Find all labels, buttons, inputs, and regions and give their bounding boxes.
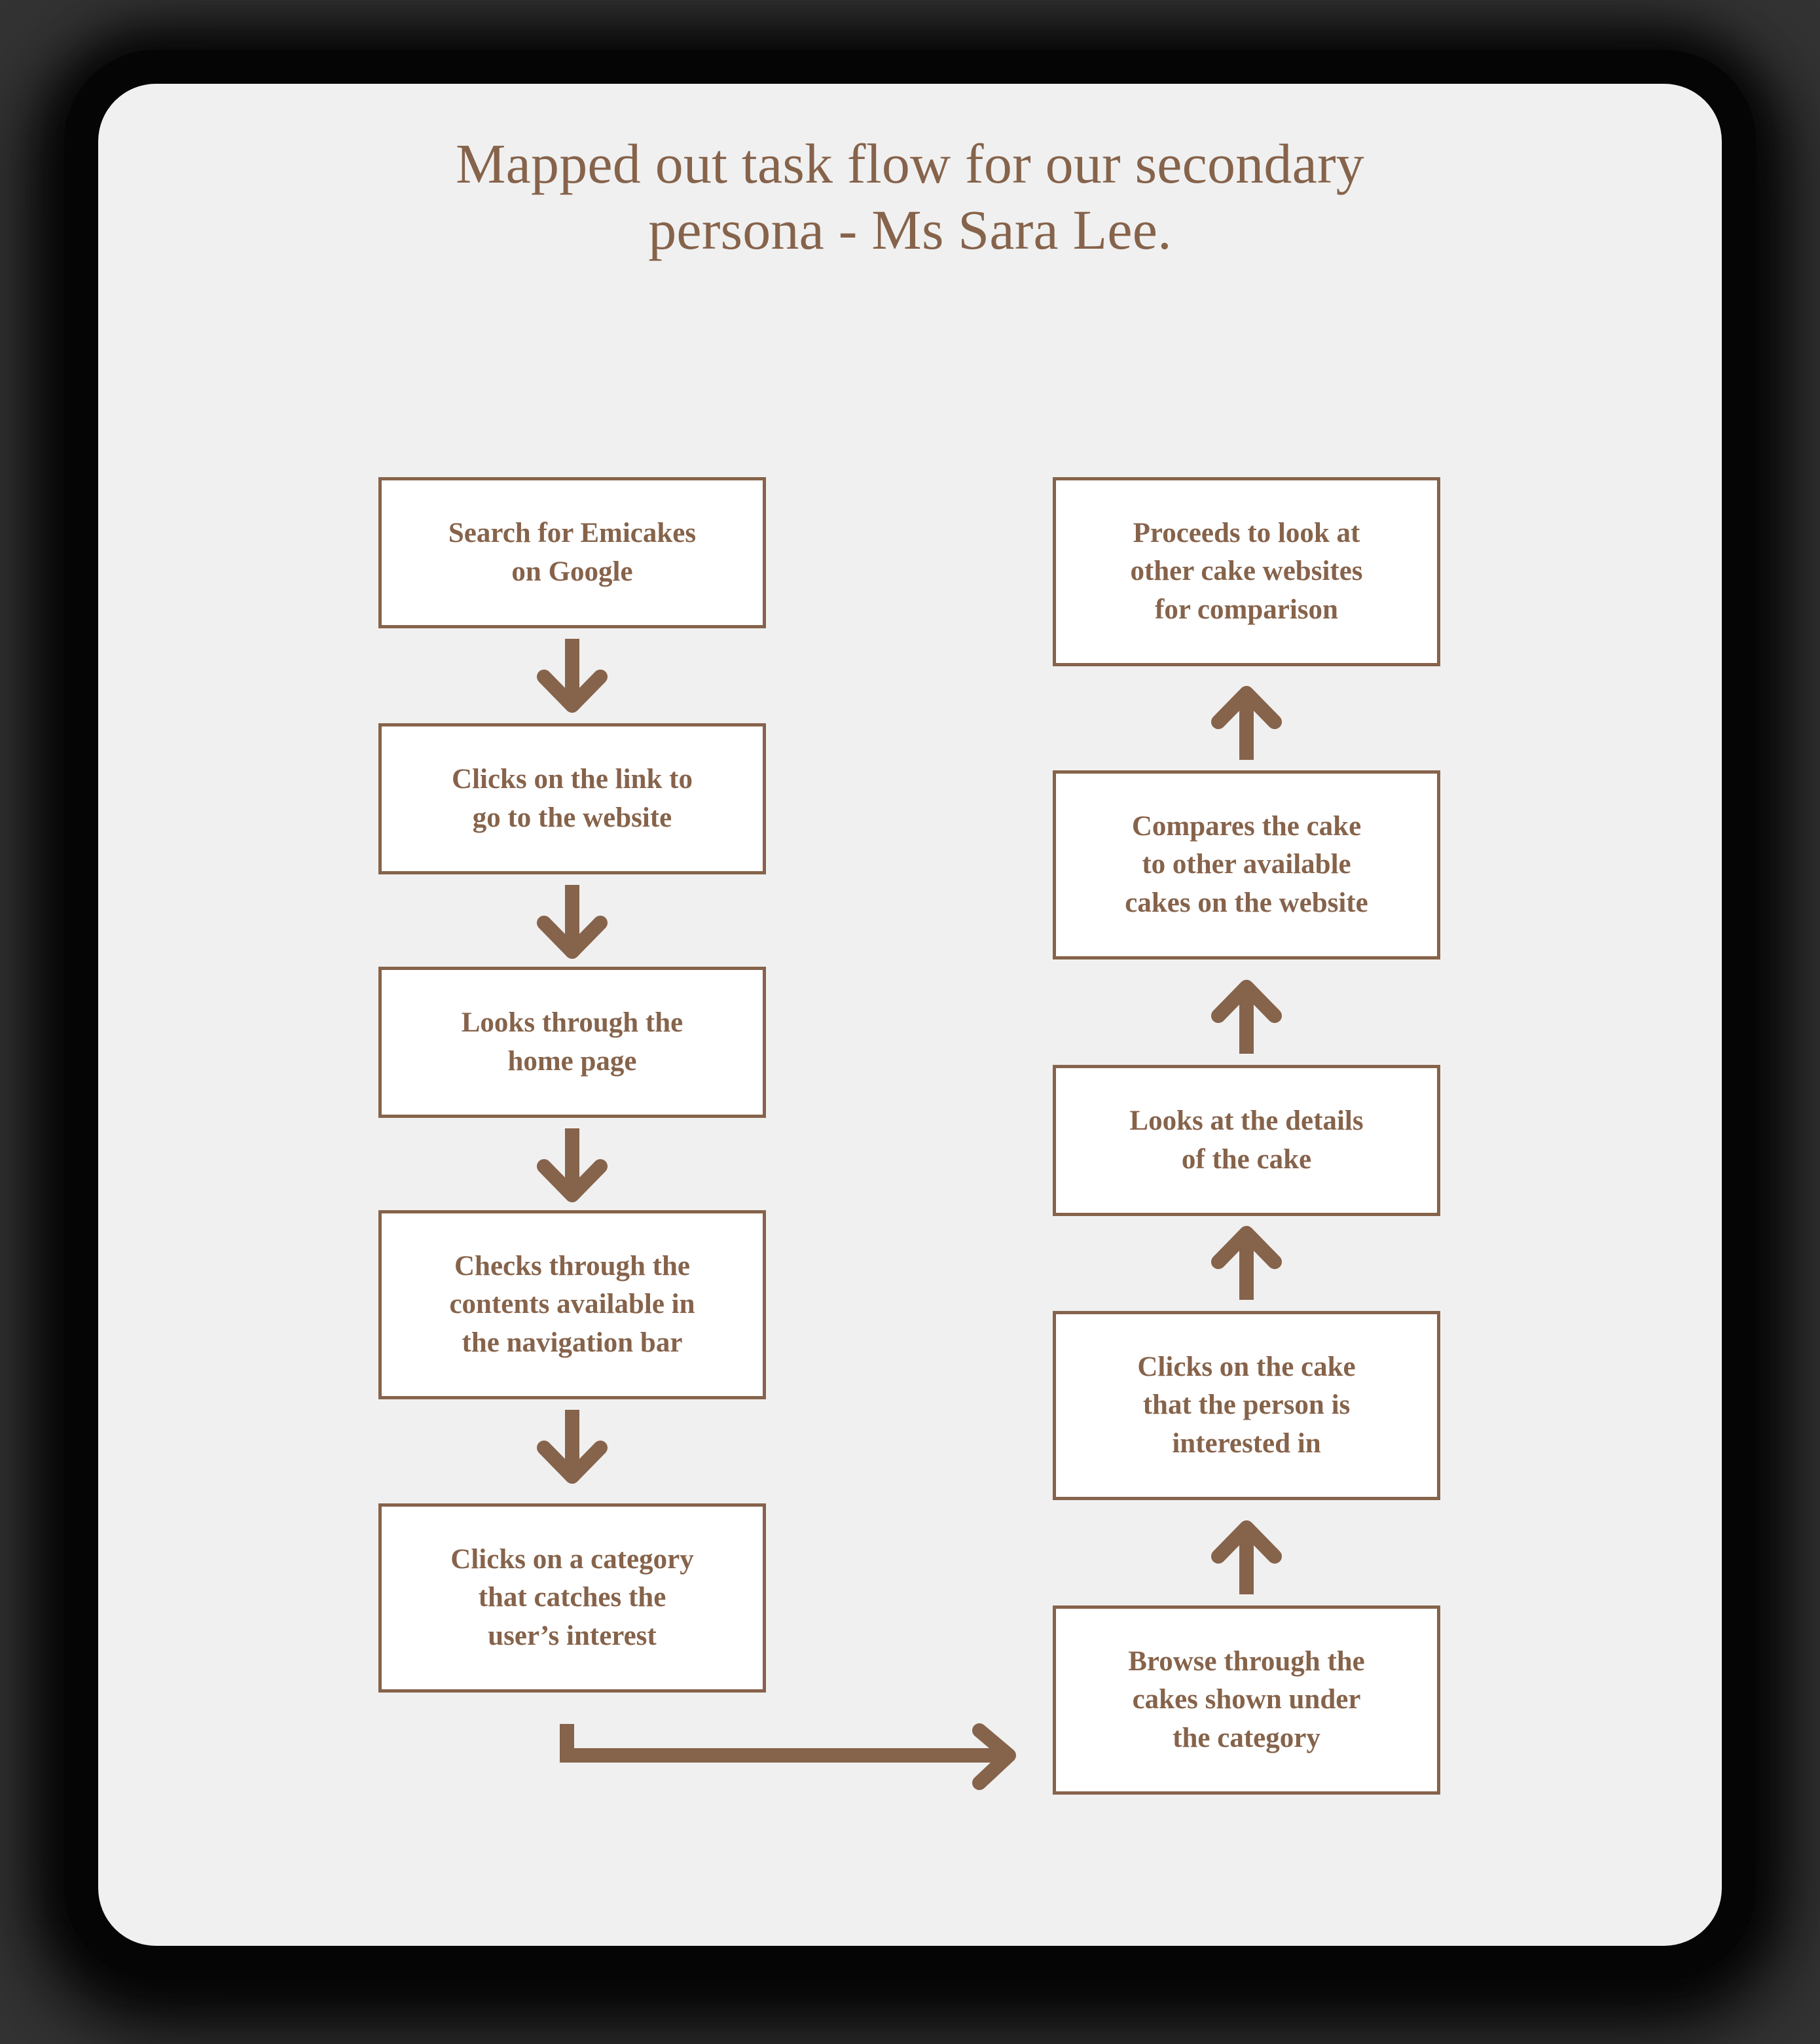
page-title-line-2: persona - Ms Sara Lee.: [648, 198, 1172, 262]
flow-box-click-cake[interactable]: Clicks on the cake that the person is in…: [1053, 1311, 1440, 1500]
arrow-up-icon: [1204, 684, 1289, 762]
flow-box-check-nav-bar[interactable]: Checks through the contents available in…: [378, 1210, 766, 1399]
arrow-up-icon: [1204, 1518, 1289, 1597]
flow-box-label: Checks through the contents available in…: [449, 1250, 695, 1358]
arrow-down-icon: [530, 882, 615, 961]
arrow-right-elbow-icon: [560, 1720, 1018, 1799]
flow-box-search-google[interactable]: Search for Emicakes on Google: [378, 477, 766, 628]
arrow-down-icon: [530, 1126, 615, 1204]
flow-box-label: Clicks on a category that catches the us…: [450, 1543, 694, 1651]
arrow-up-icon: [1204, 1224, 1289, 1302]
flow-box-click-category[interactable]: Clicks on a category that catches the us…: [378, 1503, 766, 1693]
arrow-down-icon: [530, 636, 615, 715]
flow-box-label: Clicks on the link to go to the website: [452, 764, 693, 833]
flow-box-compare-cakes[interactable]: Compares the cake to other available cak…: [1053, 770, 1440, 959]
flow-box-browse-cakes[interactable]: Browse through the cakes shown under the…: [1053, 1605, 1440, 1795]
flow-box-label: Compares the cake to other available cak…: [1125, 810, 1368, 918]
flow-box-other-websites[interactable]: Proceeds to look at other cake websites …: [1053, 477, 1440, 666]
flow-box-click-link[interactable]: Clicks on the link to go to the website: [378, 723, 766, 874]
page-title: Mapped out task flow for our secondary p…: [0, 131, 1820, 264]
flow-box-label: Clicks on the cake that the person is in…: [1137, 1351, 1356, 1459]
flow-box-label: Browse through the cakes shown under the…: [1128, 1645, 1365, 1753]
arrow-down-icon: [530, 1407, 615, 1486]
flow-box-label: Looks through the home page: [461, 1007, 683, 1077]
flow-box-label: Search for Emicakes on Google: [448, 518, 697, 587]
flow-box-look-home-page[interactable]: Looks through the home page: [378, 967, 766, 1118]
page-title-line-1: Mapped out task flow for our secondary: [455, 132, 1364, 195]
flow-box-cake-details[interactable]: Looks at the details of the cake: [1053, 1065, 1440, 1216]
flow-box-label: Looks at the details of the cake: [1129, 1105, 1364, 1175]
flow-box-label: Proceeds to look at other cake websites …: [1130, 517, 1363, 625]
arrow-up-icon: [1204, 978, 1289, 1056]
flowchart-card: [98, 84, 1722, 1946]
